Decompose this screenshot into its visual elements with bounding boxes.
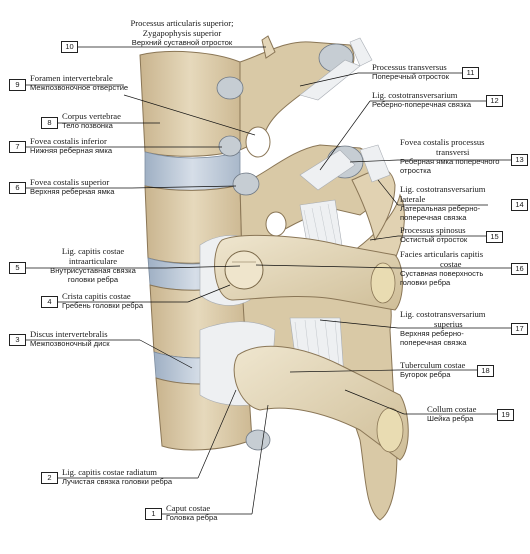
label-russian-2: отростка <box>400 166 431 175</box>
label-russian: Бугорок ребра <box>400 370 451 379</box>
label-number-5: 5 <box>9 262 26 274</box>
rib-middle <box>214 234 403 311</box>
label-latin: Lig. costotransversarium <box>400 184 486 194</box>
intervertebral-foramen <box>245 126 271 158</box>
label-lig-costotransversarium-laterale: Lig. costotransversarium laterale Латера… <box>400 184 485 222</box>
label-latin: Lig. capitis costae radiatum <box>62 467 157 477</box>
label-russian: Латеральная реберно- <box>400 204 481 213</box>
label-number-9: 9 <box>9 79 26 91</box>
label-russian: Реберно-поперечная связка <box>372 100 472 109</box>
label-processus-spinosus: Processus spinosus Остистый отросток <box>400 225 467 244</box>
label-processus-transversus: Processus transversus Поперечный отросто… <box>372 62 449 81</box>
label-russian: Тело позвонка <box>62 121 113 130</box>
label-number-6: 6 <box>9 182 26 194</box>
label-number-18: 18 <box>477 365 494 377</box>
label-russian: Межпозвоночный диск <box>30 339 110 348</box>
label-latin-2: intraarticulare <box>68 256 118 266</box>
label-latin: Processus articularis superior; <box>130 18 234 28</box>
label-lig-capitis-costae-radiatum: Lig. capitis costae radiatum Лучистая св… <box>62 467 172 486</box>
rib-lower <box>233 345 409 461</box>
label-latin: Processus transversus <box>372 62 447 72</box>
label-russian-2: головки ребра <box>67 275 119 284</box>
label-russian: Нижняя реберная ямка <box>30 146 113 155</box>
pointer-lines <box>24 46 511 515</box>
label-latin-2: costae <box>440 259 462 269</box>
label-number-2: 2 <box>41 472 58 484</box>
label-russian: Лучистая связка головки ребра <box>62 477 173 486</box>
label-latin: Discus intervertebralis <box>30 329 108 339</box>
label-russian-2: поперечная связка <box>400 338 467 347</box>
label-latin: Lig. costotransversarium <box>372 90 458 100</box>
label-russian: Верхняя реберно- <box>400 329 464 338</box>
label-latin: Corpus vertebrae <box>62 111 121 121</box>
label-processus-articularis-superior: Processus articularis superior; Zygapoph… <box>82 18 282 47</box>
label-number-7: 7 <box>9 141 26 153</box>
label-collum-costae: Collum costae Шейка ребра <box>427 404 476 423</box>
label-russian: Реберная ямка поперечного <box>400 157 500 166</box>
label-facies-articularis-capitis-costae: Facies articularis capitis costae Сустав… <box>400 249 483 287</box>
label-latin-2: superius <box>434 319 463 329</box>
label-russian: Межпозвоночное отверстие <box>30 83 129 92</box>
label-russian: Верхняя реберная ямка <box>30 187 115 196</box>
label-number-8: 8 <box>41 117 58 129</box>
label-lig-costotransversarium: Lig. costotransversarium Реберно-попереч… <box>372 90 471 109</box>
label-latin: Caput costae <box>166 503 211 513</box>
label-latin-2: laterale <box>400 194 426 204</box>
label-latin: Lig. capitis costae <box>61 246 125 256</box>
label-latin: Crista capitis costae <box>62 291 131 301</box>
label-discus-intervertebralis: Discus intervertebralis Межпозвоночный д… <box>30 329 110 348</box>
label-russian-2: головки ребра <box>400 278 451 287</box>
label-number-10: 10 <box>61 41 78 53</box>
label-russian: Головка ребра <box>166 513 218 522</box>
label-number-19: 19 <box>497 409 514 421</box>
label-caput-costae: Caput costae Головка ребра <box>166 503 217 522</box>
label-latin-2: transversi <box>436 147 470 157</box>
label-latin: Collum costae <box>427 404 477 414</box>
label-number-1: 1 <box>145 508 162 520</box>
intervertebral-disc-top <box>144 151 241 191</box>
label-russian-2: поперечная связка <box>400 213 467 222</box>
label-number-11: 11 <box>462 67 479 79</box>
label-lig-costotransversarium-superius: Lig. costotransversarium superius Верхня… <box>400 309 485 347</box>
label-fovea-costalis-inferior: Fovea costalis inferior Нижняя реберная … <box>30 136 112 155</box>
label-latin: Tuberculum costae <box>400 360 466 370</box>
label-russian: Остистый отросток <box>400 235 468 244</box>
label-number-13: 13 <box>511 154 528 166</box>
label-russian: Суставная поверхность <box>400 269 484 278</box>
label-latin: Processus spinosus <box>400 225 466 235</box>
label-number-16: 16 <box>511 263 528 275</box>
label-number-12: 12 <box>486 95 503 107</box>
label-number-3: 3 <box>9 334 26 346</box>
label-latin: Fovea costalis inferior <box>30 136 107 146</box>
label-corpus-vertebrae: Corpus vertebrae Тело позвонка <box>62 111 121 130</box>
label-fovea-costalis-superior: Fovea costalis superior Верхняя реберная… <box>30 177 115 196</box>
label-number-15: 15 <box>486 231 503 243</box>
label-latin: Foramen intervertebrale <box>30 73 113 83</box>
label-tuberculum-costae: Tuberculum costae Бугорок ребра <box>400 360 465 379</box>
label-fovea-costalis-processus-transversi: Fovea costalis processus transversi Ребе… <box>400 137 499 175</box>
label-russian: Внутрисуставная связка <box>50 266 136 275</box>
label-number-17: 17 <box>511 323 528 335</box>
label-number-14: 14 <box>511 199 528 211</box>
label-latin-2: Zygapophysis superior <box>142 28 222 38</box>
label-foramen-intervertebrale: Foramen intervertebrale Межпозвоночное о… <box>30 73 128 92</box>
label-number-4: 4 <box>41 296 58 308</box>
label-latin: Fovea costalis superior <box>30 177 110 187</box>
label-russian: Гребень головки ребра <box>62 301 144 310</box>
label-lig-capitis-costae-intraarticulare: Lig. capitis costae intraarticulare Внут… <box>28 246 158 284</box>
label-latin: Fovea costalis processus <box>400 137 485 147</box>
label-latin: Lig. costotransversarium <box>400 309 486 319</box>
label-latin: Facies articularis capitis <box>400 249 484 259</box>
label-crista-capitis-costae: Crista capitis costae Гребень головки ре… <box>62 291 143 310</box>
label-russian: Шейка ребра <box>427 414 474 423</box>
label-russian: Поперечный отросток <box>372 72 449 81</box>
label-russian: Верхний суставной отросток <box>131 38 233 47</box>
